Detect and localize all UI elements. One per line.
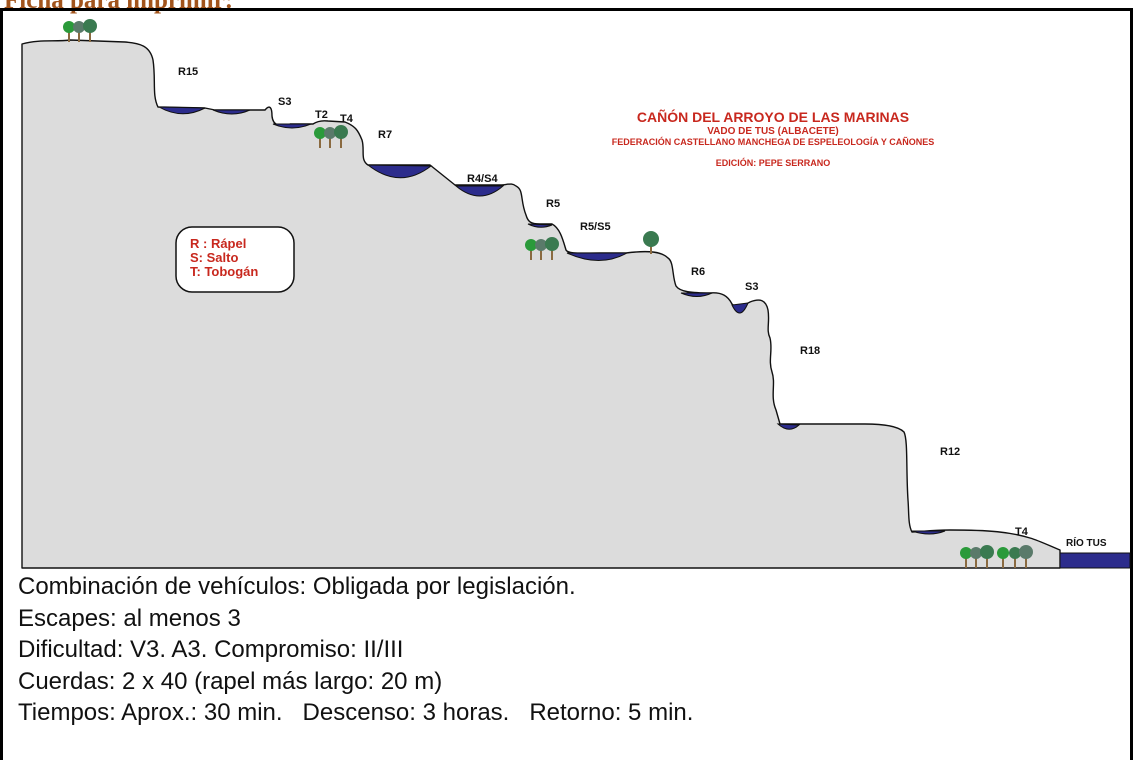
info-line-vehicles: Combinación de vehículos: Obligada por l… <box>18 573 576 600</box>
diagram-edition: EDICIÓN: PEPE SERRANO <box>716 157 831 168</box>
obstacle-label: S3 <box>278 96 291 108</box>
legend-box: R : Rápel S: Salto T: Tobogán <box>175 226 295 293</box>
diagram-subtitle-location: VADO DE TUS (ALBACETE) <box>707 126 838 137</box>
pool <box>527 223 553 228</box>
pool <box>731 302 749 314</box>
route-info: Combinación de vehículos: Obligada por l… <box>18 571 693 729</box>
legend-item: R : Rápel <box>190 236 246 251</box>
info-line-escapes: Escapes: al menos 3 <box>18 604 241 632</box>
info-line-difficulty: Dificultad: V3. A3. Compromiso: II/III <box>18 636 404 663</box>
legend-item: T: Tobogán <box>190 264 258 279</box>
tree-group <box>525 237 559 260</box>
obstacle-label: R15 <box>178 66 198 78</box>
topo-frame <box>0 8 1133 760</box>
tree-group <box>314 125 348 148</box>
obstacle-label: T4 <box>1015 526 1029 538</box>
info-line-times: Tiempos: Aprox.: 30 min. Descenso: 3 hor… <box>18 699 694 726</box>
pool <box>776 423 801 430</box>
water-pools <box>158 106 1131 569</box>
river-water <box>1059 552 1131 569</box>
pool <box>212 109 251 115</box>
obstacle-label: R4/S4 <box>467 173 498 185</box>
pool <box>911 530 946 535</box>
river-label: RÍO TUS <box>1066 536 1107 549</box>
tree-group <box>960 545 1033 568</box>
obstacle-label: R6 <box>691 266 705 278</box>
obstacle-label: T4 <box>340 113 354 125</box>
obstacle-label: R5 <box>546 198 560 210</box>
pool <box>158 106 206 115</box>
pool <box>454 185 505 197</box>
diagram-title: CAÑÓN DEL ARROYO DE LAS MARINAS <box>637 108 909 125</box>
obstacle-label: R18 <box>800 345 820 357</box>
obstacle-label: R5/S5 <box>580 221 611 233</box>
info-line-ropes: Cuerdas: 2 x 40 (rapel más largo: 20 m) <box>18 667 443 695</box>
obstacle-label: S3 <box>745 281 758 293</box>
obstacle-label: R12 <box>940 446 960 458</box>
obstacle-label: R7 <box>378 129 392 141</box>
obstacle-label: T2 <box>315 109 328 121</box>
pool <box>680 292 713 297</box>
tree-group <box>63 19 97 42</box>
canyon-topo-diagram: R15 S3 T2 T4 R7 R4/S4 R5 R5/S5 R6 S3 R18… <box>21 19 1131 569</box>
pool <box>566 252 629 261</box>
diagram-subtitle-federation: FEDERACIÓN CASTELLANO MANCHEGA DE ESPELE… <box>612 136 935 147</box>
pool <box>366 164 433 179</box>
pool <box>272 123 312 129</box>
tree <box>643 231 659 254</box>
legend-item: S: Salto <box>190 250 238 265</box>
